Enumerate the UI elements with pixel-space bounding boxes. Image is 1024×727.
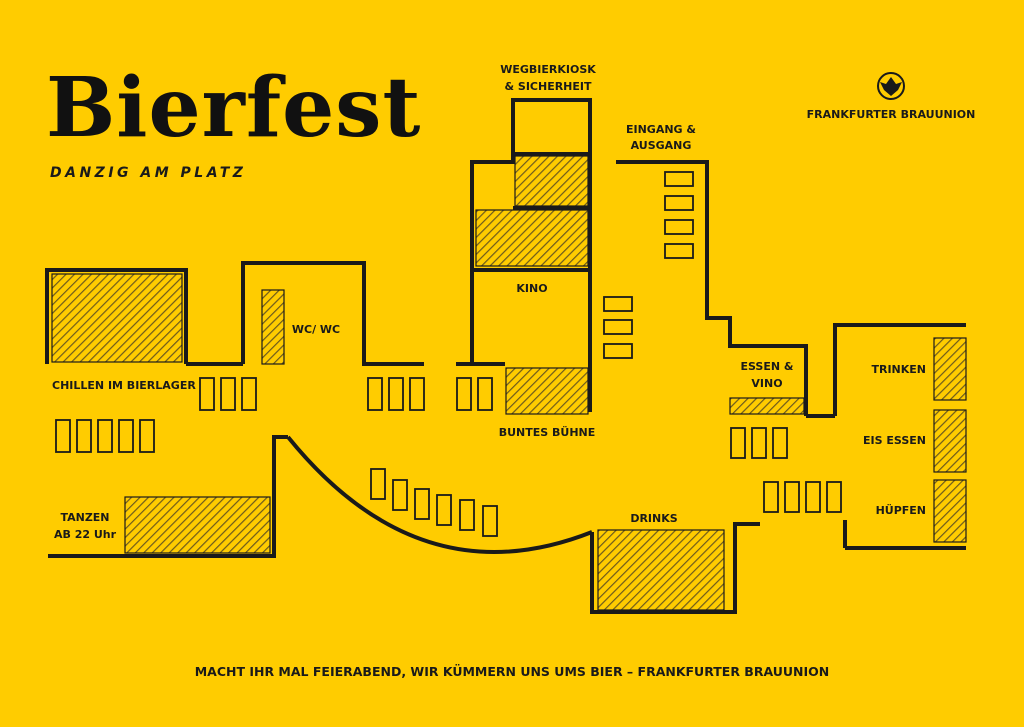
area-label-tanzen-sub: AB 22 Uhr xyxy=(54,528,117,541)
venue-walls xyxy=(45,98,966,614)
wc-zone xyxy=(261,289,285,365)
drinks-zone xyxy=(597,529,725,611)
area-label-eingang-sub: AUSGANG xyxy=(631,139,692,152)
buehne-zone xyxy=(505,367,589,415)
chillen-zone xyxy=(51,273,183,363)
area-label-eingang: EINGANG & xyxy=(626,123,696,136)
kiosk-zone xyxy=(514,155,589,207)
hatched-zones xyxy=(51,155,967,611)
kino-upper-zone xyxy=(475,209,589,267)
area-label-eis: EIS ESSEN xyxy=(863,434,926,447)
area-label-drinks: DRINKS xyxy=(630,512,677,525)
page-title: Bierfest xyxy=(46,60,421,156)
brand-name: FRANKFURTER BRAUUNION xyxy=(807,108,976,121)
area-label-kiosk: WEGBIERKIOSK xyxy=(500,63,596,76)
eis-zone xyxy=(933,409,967,473)
page-subtitle: DANZIG AM PLATZ xyxy=(50,165,246,181)
tanzen-zone xyxy=(124,496,271,554)
area-label-kiosk-sub: & SICHERHEIT xyxy=(504,80,592,93)
area-label-essen-sub: VINO xyxy=(751,377,782,390)
eagle-crest-icon xyxy=(877,72,905,100)
essen-zone xyxy=(729,397,805,415)
area-label-tanzen: TANZEN xyxy=(60,511,109,524)
trinken-zone xyxy=(933,337,967,401)
area-label-huepfen: HÜPFEN xyxy=(876,503,926,517)
area-label-essen: ESSEN & xyxy=(740,360,793,373)
area-label-buehne: BUNTES BÜHNE xyxy=(499,425,596,439)
benches xyxy=(55,171,842,537)
area-label-trinken: TRINKEN xyxy=(871,363,926,376)
area-label-wc: WC/ WC xyxy=(292,323,340,336)
huepfen-zone xyxy=(933,479,967,543)
area-label-kino: KINO xyxy=(516,282,547,295)
footer-slogan: MACHT IHR MAL FEIERABEND, WIR KÜMMERN UN… xyxy=(195,664,830,679)
area-label-chillen: CHILLEN IM BIERLAGER xyxy=(52,379,196,392)
